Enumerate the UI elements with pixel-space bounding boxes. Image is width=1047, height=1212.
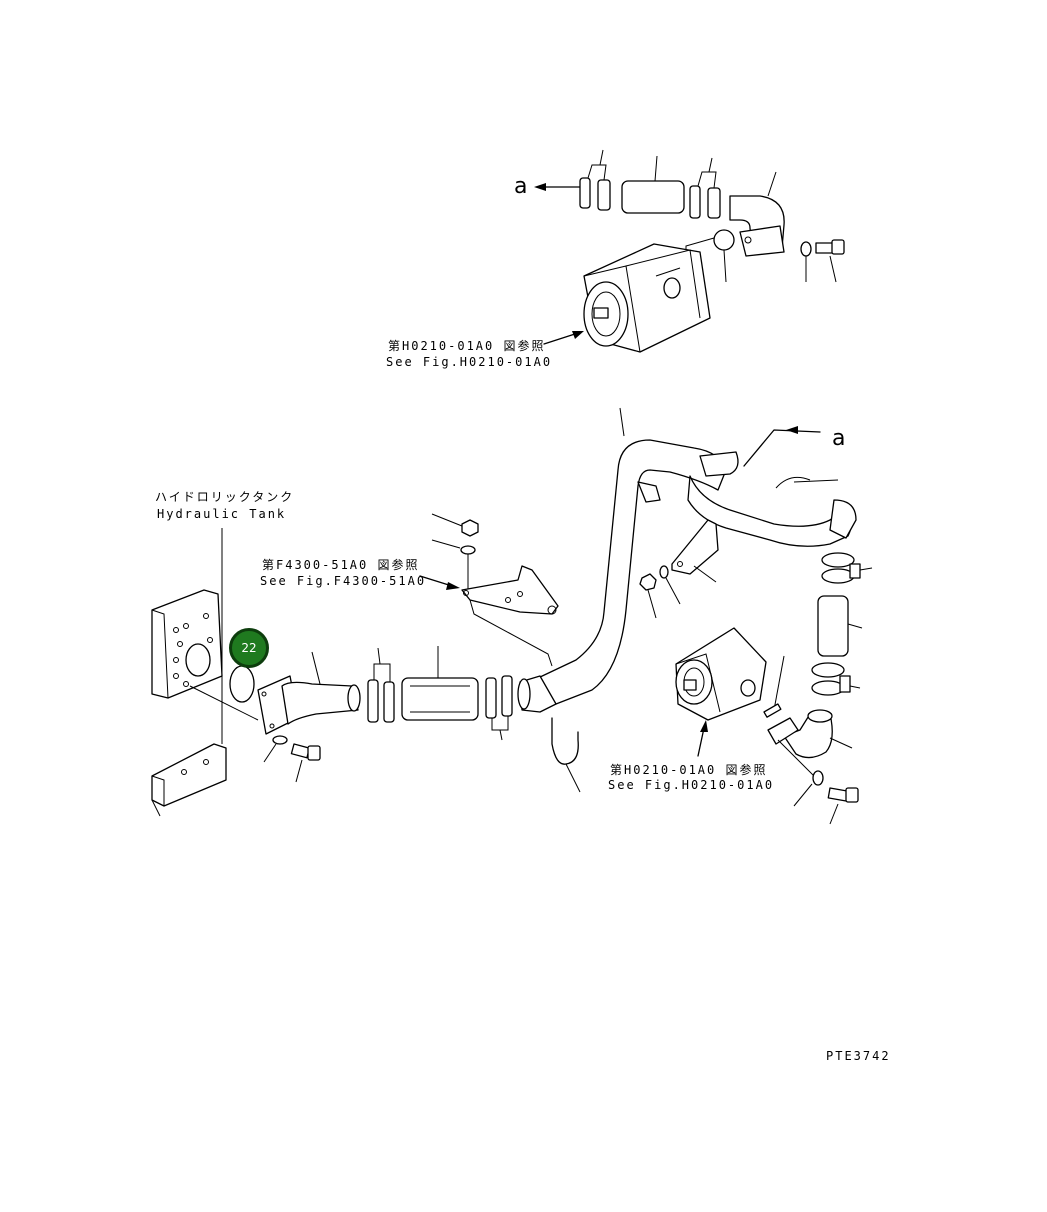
hydraulic-tank-label-en: Hydraulic Tank xyxy=(157,507,287,521)
mounting-bracket-left xyxy=(461,565,559,667)
right-clamp-top xyxy=(821,552,873,584)
tank-flange-washer-bolt xyxy=(263,735,321,783)
lower-pump xyxy=(675,627,785,721)
lower-pump-ref-en: See Fig.H0210-01A0 xyxy=(608,778,775,792)
right-hose xyxy=(817,595,863,657)
bracket-ref-arrow xyxy=(419,575,460,590)
main-long-pipe xyxy=(537,407,857,705)
part-callout-22[interactable]: 22 xyxy=(229,628,269,668)
upper-pump xyxy=(583,243,711,353)
lower-pump-ref-jp: 第H0210-01A0 図参照 xyxy=(610,763,768,777)
lower-clamp-left xyxy=(367,647,395,723)
upper-ref-letter: a xyxy=(514,174,528,199)
right-ref-letter: a xyxy=(832,426,846,451)
lower-ref-arrow xyxy=(743,426,821,467)
upper-ref-arrow xyxy=(534,183,581,191)
junction-elbow xyxy=(517,675,557,713)
upper-washer-bolt xyxy=(800,239,845,283)
right-clamp-bottom xyxy=(811,662,861,696)
mounting-bracket-right xyxy=(639,519,719,619)
upper-clamp-right xyxy=(689,157,721,219)
right-lower-elbow xyxy=(767,709,853,759)
right-washer-bolt xyxy=(777,739,859,825)
hydraulic-tank xyxy=(151,528,259,817)
upper-pump-ref-jp: 第H0210-01A0 図参照 xyxy=(388,339,546,353)
lower-hose xyxy=(401,646,479,721)
drawing-code: PTE3742 xyxy=(826,1049,891,1063)
tank-o-ring xyxy=(229,665,255,703)
lower-clamp-right xyxy=(485,675,513,741)
u-bolt xyxy=(551,717,581,793)
upper-pump-ref-en: See Fig.H0210-01A0 xyxy=(386,355,553,369)
upper-elbow xyxy=(729,171,785,257)
upper-nut-washer xyxy=(431,513,479,590)
bracket-ref-en: See Fig.F4300-51A0 xyxy=(260,574,427,588)
bracket-ref-jp: 第F4300-51A0 図参照 xyxy=(262,558,420,572)
upper-hose xyxy=(621,155,685,214)
upper-pump-ref-arrow xyxy=(543,331,584,345)
upper-clamp-left xyxy=(579,149,611,211)
hydraulic-tank-label-jp: ハイドロリックタンク xyxy=(155,490,295,504)
tank-flange-pipe xyxy=(257,651,361,735)
lower-pump-ref-arrow xyxy=(697,720,708,757)
